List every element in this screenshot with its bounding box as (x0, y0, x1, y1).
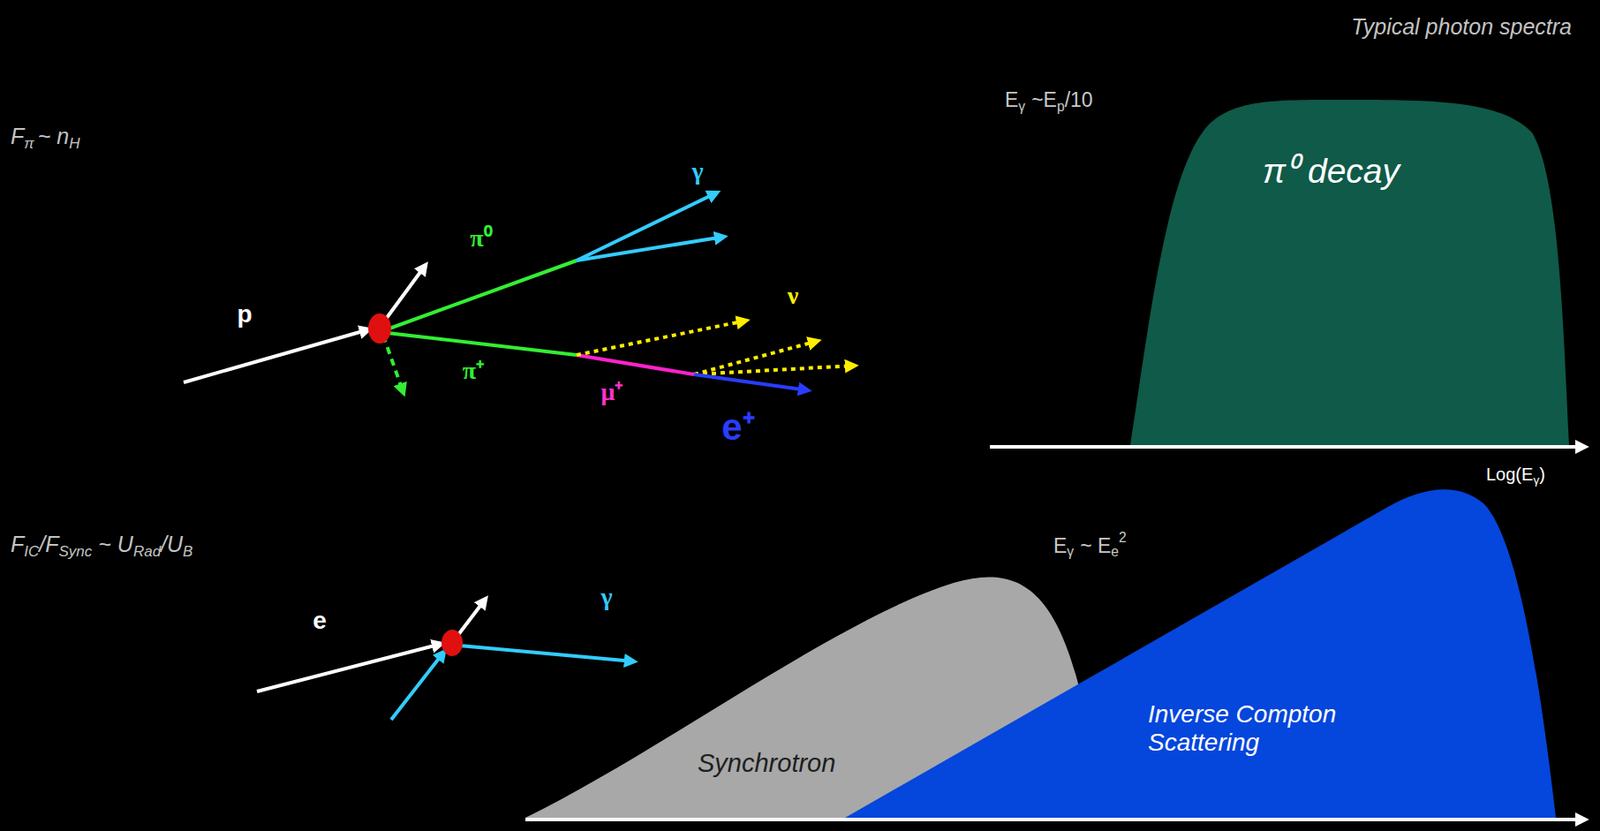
label-text: e (312, 606, 327, 634)
subscript: π (23, 135, 34, 152)
particle-label: p (236, 300, 252, 329)
recoil-track (454, 598, 486, 640)
subscript: γ (1018, 98, 1026, 114)
superscript: 2 (1118, 529, 1127, 545)
energy-axis (989, 445, 1585, 449)
subscript: γ (1066, 543, 1074, 559)
interaction-blob (441, 629, 463, 657)
electron-interaction (256, 598, 634, 720)
label-text: E (1004, 88, 1019, 112)
energy-relation: Eγ ~Ep/10 (1004, 88, 1094, 115)
label-text: F (10, 531, 24, 557)
label-text: /U (160, 531, 183, 557)
subscript: p (1056, 98, 1065, 114)
label-text: ~E (1031, 88, 1057, 112)
particle-label: π⁰ (469, 224, 492, 253)
spectrum-area (845, 489, 1556, 818)
label-text: ) (1539, 464, 1546, 484)
label-text: F (10, 123, 24, 149)
photon-track (576, 236, 725, 261)
subscript: Sync (59, 543, 93, 560)
pion-decay-spectrum: π⁰ decay (1130, 97, 1572, 447)
label-text: /F (38, 531, 59, 557)
label-text: /10 (1064, 88, 1094, 112)
label-text: ~ U (98, 531, 134, 557)
label-text: μ⁺ (601, 377, 624, 406)
flux-ratio-formula: FIC/FSync ~ URad/UB (10, 531, 193, 561)
neutrino-track (576, 320, 747, 355)
subscript: IC (23, 543, 39, 560)
label-text: p (236, 300, 252, 328)
interaction-blob (368, 313, 392, 344)
positron-track (694, 374, 808, 391)
label-text: E (1053, 534, 1067, 558)
label-text: e⁺ (721, 406, 755, 448)
energy-axis (525, 817, 1585, 822)
label-text: π⁺ (462, 356, 484, 385)
label-text: ~ n (37, 123, 69, 149)
subscript: B (182, 543, 193, 560)
spectrum-label: Inverse Compton Scattering (1147, 700, 1404, 757)
axis-label: Log(Eγ) (1486, 464, 1546, 488)
photon-track (459, 645, 634, 662)
electron-track (256, 643, 442, 692)
neutrino-track (694, 365, 855, 375)
charged-pion-track (379, 332, 577, 355)
particle-label: μ⁺ (601, 377, 624, 407)
muon-track (576, 354, 695, 375)
subscript: e (1110, 543, 1119, 559)
secondary-track (383, 335, 404, 393)
label-text: γ (600, 582, 612, 611)
subscript: Rad (133, 543, 161, 560)
label-text: ν (787, 281, 800, 310)
spectrum-area (1130, 99, 1570, 446)
energy-relation: Eγ ~ Ee2 (1053, 529, 1127, 560)
particle-label: π⁺ (462, 356, 484, 385)
photon-track (391, 651, 445, 720)
recoil-track (381, 264, 426, 325)
proton-interaction (183, 192, 855, 393)
label-text: Log(E (1486, 464, 1533, 484)
label-text: Typical photon spectra (1350, 14, 1572, 39)
particle-label: e⁺ (721, 406, 755, 449)
label-text: γ (691, 157, 703, 185)
label-text: π⁰ (469, 224, 492, 252)
inverse-compton-spectrum: Inverse Compton Scattering (845, 476, 1561, 820)
proton-track (183, 329, 370, 383)
particle-label: γ (600, 582, 612, 612)
spectrum-label: π⁰ decay (1262, 151, 1537, 192)
particle-label: γ (691, 157, 703, 186)
shape-outline (845, 476, 1561, 820)
label-text: ~ E (1079, 534, 1111, 558)
spectrum-label: Synchrotron (697, 748, 910, 778)
neutral-pion-track (379, 260, 577, 333)
subscript: γ (1532, 473, 1540, 487)
pion-flux-formula: Fπ~ nH (10, 123, 80, 153)
particle-label: ν (787, 281, 800, 310)
subscript: H (68, 135, 80, 152)
particle-label: e (312, 606, 327, 635)
panel-heading: Typical photon spectra (1350, 14, 1572, 40)
shape-outline (1130, 97, 1572, 447)
